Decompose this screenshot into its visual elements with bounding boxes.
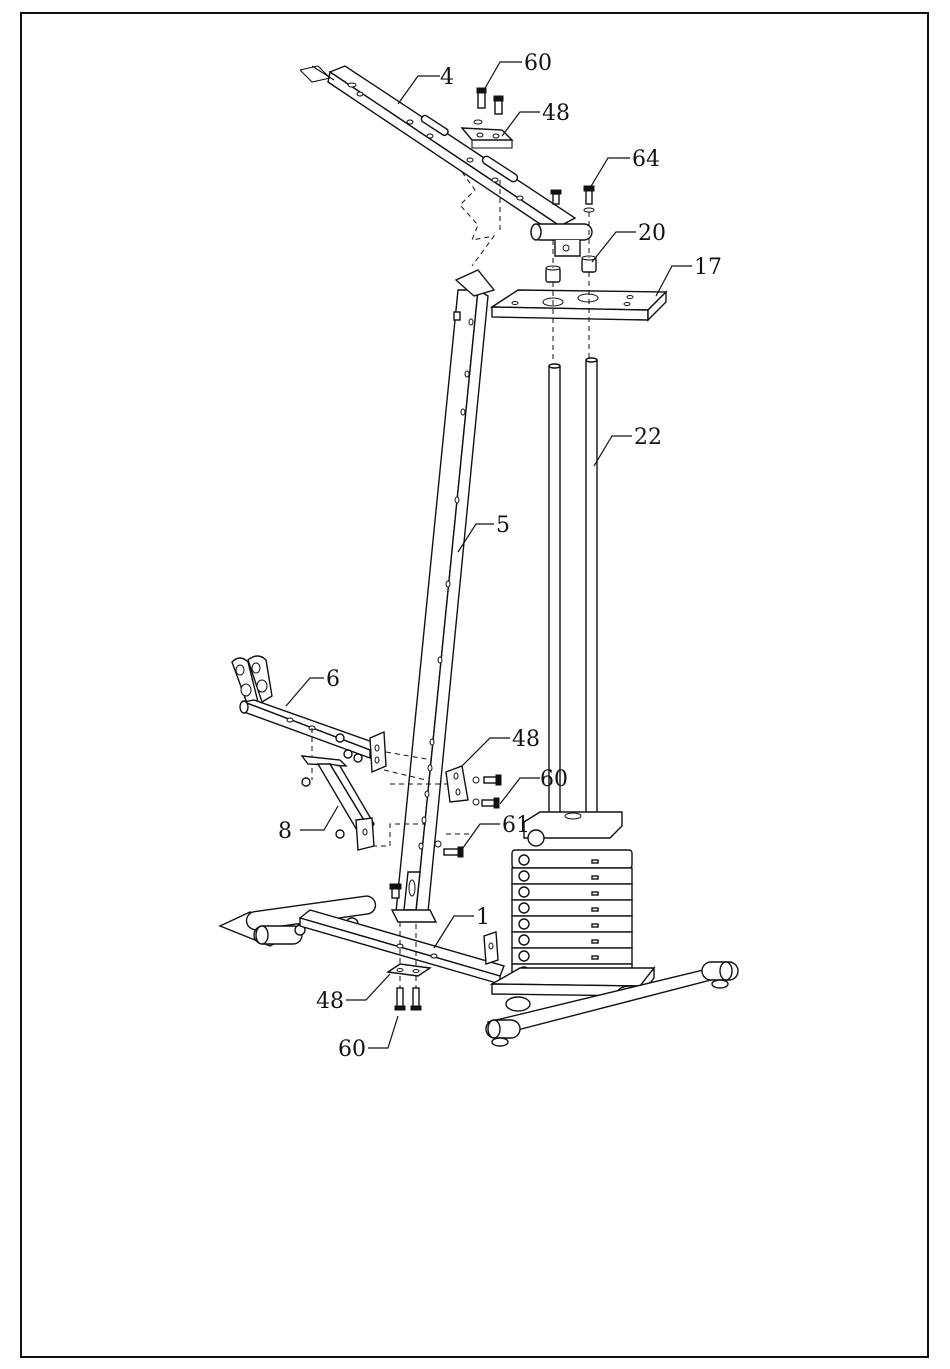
top-plate-part-17 [492, 290, 666, 320]
bolt-61 [435, 841, 463, 857]
callout-60-middle: 60 [540, 767, 568, 792]
callout-8: 8 [278, 819, 292, 844]
bolt-60-top [477, 88, 503, 114]
guide-rods-part-22 [549, 358, 597, 818]
callout-6: 6 [326, 667, 340, 692]
callout-60-bottom: 60 [338, 1037, 366, 1062]
top-boom-part-4 [300, 66, 592, 256]
bolts-60-middle [473, 775, 501, 808]
brace-part-8 [302, 756, 374, 850]
callout-1: 1 [476, 905, 490, 930]
callout-5: 5 [496, 513, 510, 538]
callout-64: 64 [632, 147, 660, 172]
callout-4: 4 [440, 65, 454, 90]
plate-48-middle [446, 766, 468, 802]
callout-60-top: 60 [524, 51, 552, 76]
bolt-64 [584, 186, 594, 212]
weight-stack [512, 812, 632, 980]
lower-arm-part-6 [232, 656, 386, 772]
callout-48-bottom: 48 [316, 989, 344, 1014]
callout-48-middle: 48 [512, 727, 540, 752]
callout-61: 61 [502, 813, 530, 838]
plate-48-top [462, 120, 512, 148]
callout-20: 20 [638, 221, 666, 246]
callout-22: 22 [634, 425, 662, 450]
callout-17: 17 [694, 255, 722, 280]
callout-48-top: 48 [542, 101, 570, 126]
small-bolt-near-boom [551, 190, 561, 204]
